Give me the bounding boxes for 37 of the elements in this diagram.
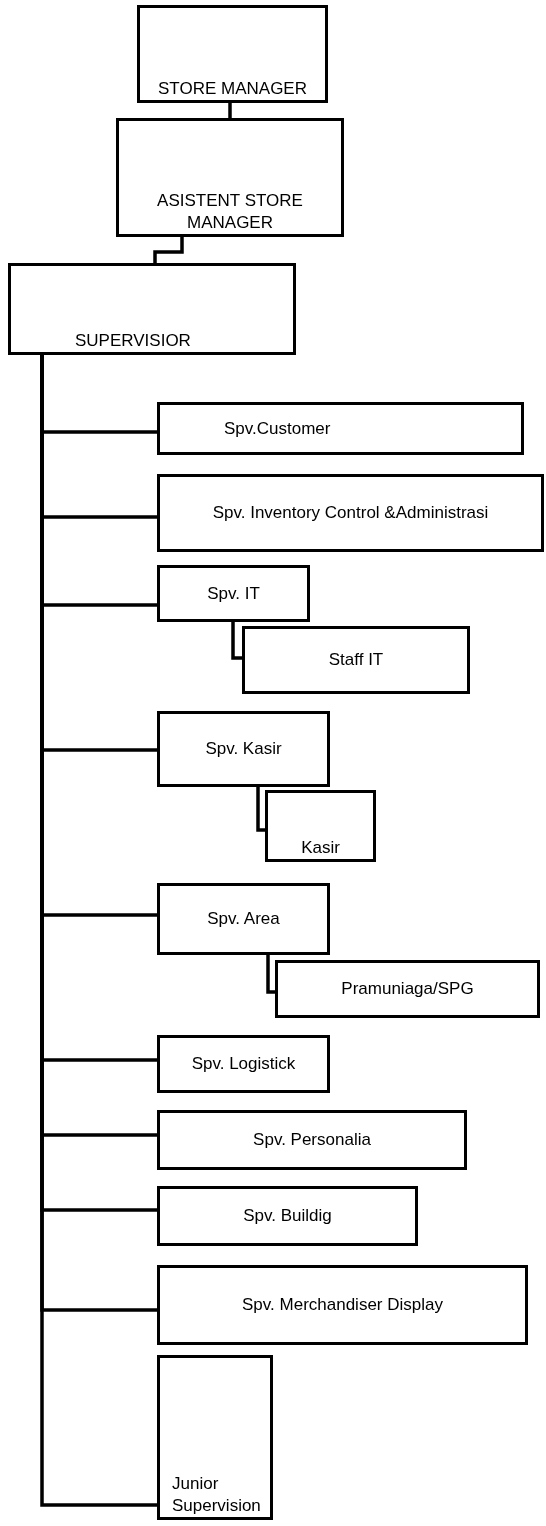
org-box — [157, 474, 544, 552]
connector-line — [153, 237, 184, 263]
org-box — [157, 1035, 330, 1093]
org-box — [157, 1110, 467, 1170]
role-title: Spv. Buildig — [242, 1205, 333, 1227]
org-box — [157, 402, 524, 455]
org-box — [275, 960, 540, 1018]
connector-line — [256, 787, 265, 832]
org-box — [242, 626, 470, 694]
org-box — [157, 565, 310, 622]
connector-line — [228, 103, 232, 118]
connector-line — [266, 955, 275, 994]
org-box — [157, 883, 330, 955]
org-box — [8, 263, 296, 355]
role-title: Junior Supervision — [171, 1473, 262, 1517]
org-box — [137, 5, 328, 103]
role-title: STORE MANAGER — [157, 78, 308, 100]
role-title: Spv. Area — [206, 908, 281, 930]
role-title: Spv. IT — [206, 582, 261, 605]
role-title: Staff IT — [327, 649, 385, 671]
role-title: Pramuniaga/SPG — [340, 978, 475, 1000]
connector-line — [231, 622, 242, 660]
org-box — [157, 711, 330, 787]
org-box — [157, 1186, 418, 1246]
org-box — [116, 118, 344, 237]
role-title: SUPERVISIOR — [74, 330, 192, 352]
role-title: Spv. Logistick — [190, 1053, 297, 1075]
role-title: Spv. Kasir — [204, 738, 283, 760]
org-box — [265, 790, 376, 862]
role-title: Kasir — [300, 837, 341, 859]
role-title: Spv. Inventory Control &Administrasi — [211, 502, 490, 524]
role-title: ASISTENT STORE MANAGER — [156, 190, 304, 234]
org-box — [157, 1355, 273, 1520]
role-title: Spv. Personalia — [252, 1129, 372, 1151]
role-title: Spv.Customer — [223, 417, 332, 440]
org-box — [157, 1265, 528, 1345]
role-title: Spv. Merchandiser Display — [241, 1294, 444, 1316]
